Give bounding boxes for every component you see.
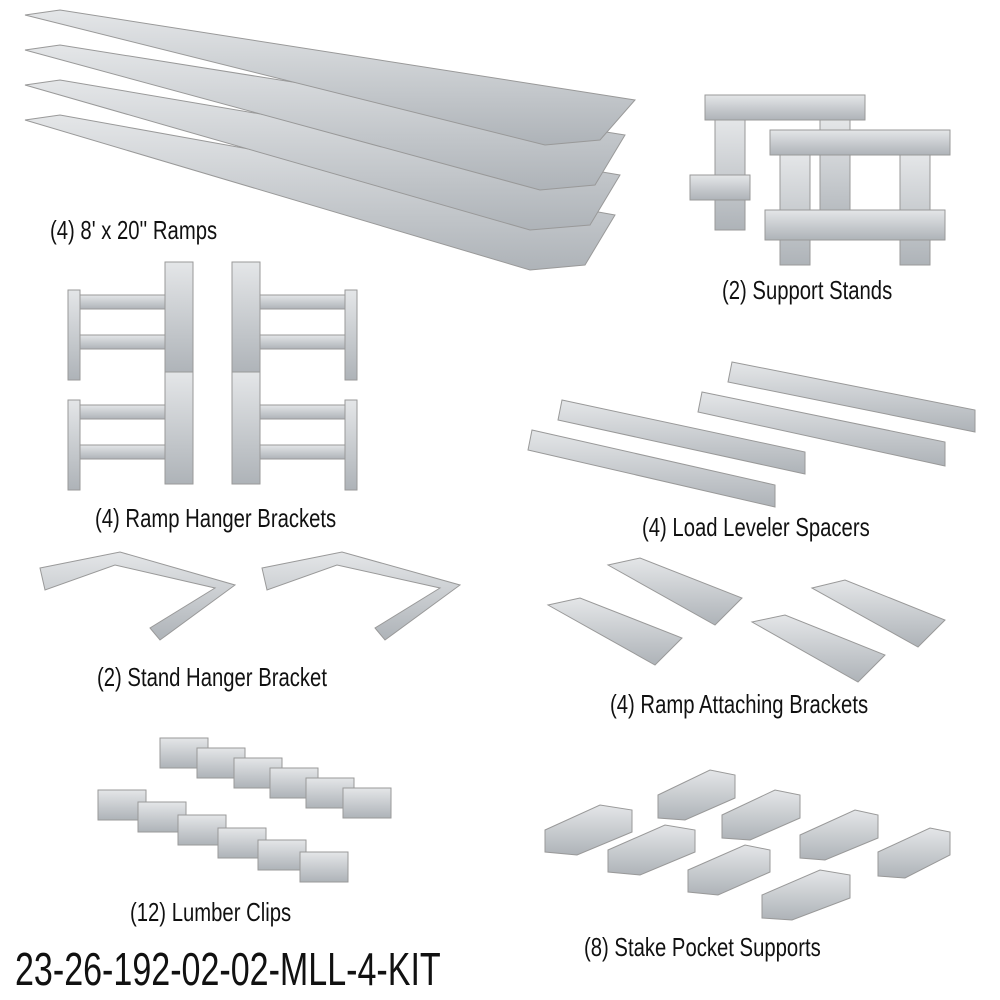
kit-code: 23-26-192-02-02-MLL-4-KIT <box>15 943 441 995</box>
support-stands-label: (2) Support Stands <box>722 275 893 305</box>
lumber-clips-label: (12) Lumber Clips <box>130 897 292 927</box>
ramp-attaching-brackets-label: (4) Ramp Attaching Brackets <box>610 689 869 719</box>
load-leveler-spacers-image <box>527 361 976 508</box>
stand-hanger-brackets-image <box>39 551 462 641</box>
support-stands-image <box>689 94 951 266</box>
ramp-hanger-brackets-image <box>67 261 358 491</box>
ramp-attaching-brackets-image <box>546 557 946 683</box>
stake-pocket-supports-image <box>544 769 951 921</box>
ramps-label: (4) 8' x 20'' Ramps <box>50 215 218 245</box>
ramps-image <box>24 9 636 271</box>
ramp-hanger-brackets-label: (4) Ramp Hanger Brackets <box>95 503 337 533</box>
load-leveler-spacers-label: (4) Load Leveler Spacers <box>642 512 870 542</box>
stake-pocket-supports-label: (8) Stake Pocket Supports <box>584 932 821 962</box>
lumber-clips-image <box>97 737 392 883</box>
stand-hanger-bracket-label: (2) Stand Hanger Bracket <box>97 662 327 692</box>
